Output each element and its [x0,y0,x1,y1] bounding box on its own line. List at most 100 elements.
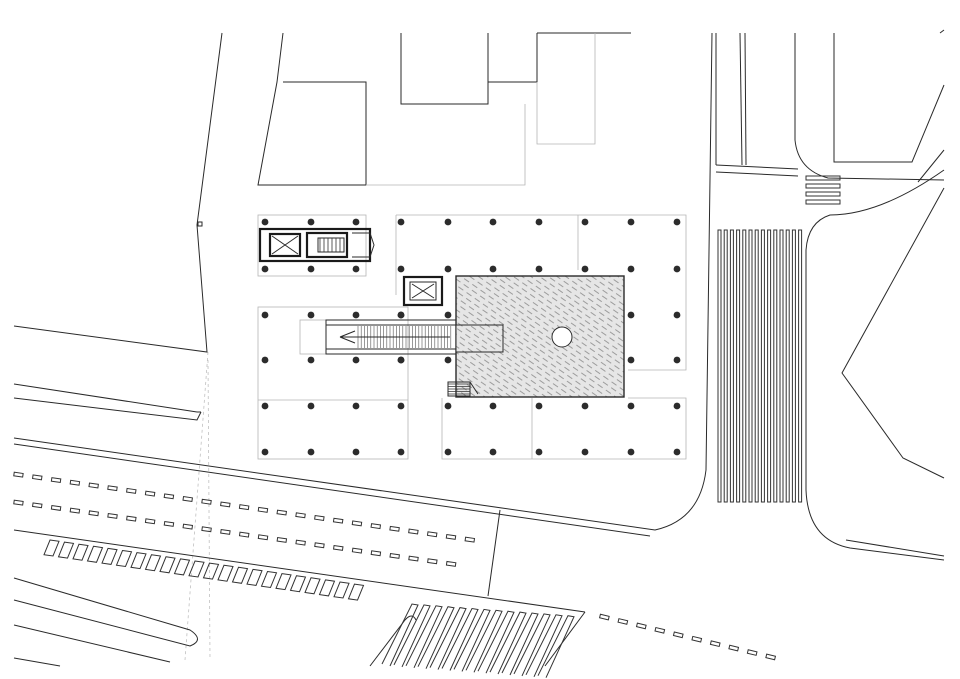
lane-dash [765,653,777,661]
elevator-icon [268,232,302,258]
lane-dash [408,528,419,535]
lane-dash [427,558,438,565]
median-stripe [477,610,515,674]
column-marker [444,402,452,410]
lane-dash [144,518,156,525]
north-buildings [257,32,631,186]
column-marker [581,448,589,456]
column-marker [352,311,360,319]
crosswalk-bar [767,229,772,503]
median-stripe [489,611,527,675]
crosswalk-north [805,175,841,205]
lane-dash [163,520,175,527]
column-marker [397,356,405,364]
column-marker [627,448,635,456]
median-stripe [202,562,220,580]
lane-dash [201,498,212,505]
lane-dash [598,613,610,621]
lane-dash [295,512,306,519]
column-marker [307,311,315,319]
crosswalk-bar [729,229,734,503]
column-marker [261,448,269,456]
striped-median-west [43,539,365,601]
column-marker [307,356,315,364]
median-stripe [304,577,321,595]
lane-dash [50,504,62,511]
lane-dash [238,531,250,538]
median-stripe [347,583,365,601]
column-marker [627,356,635,364]
column-marker [673,356,681,364]
median-stripe [72,543,89,561]
crosswalk-bar [723,229,728,503]
column-marker [444,356,452,364]
lane-dash [220,501,231,508]
elevator-icon [402,275,444,307]
median-stripe [537,615,575,678]
median-stripe [405,605,443,669]
lane-dash [163,493,175,500]
column-marker [352,402,360,410]
median-stripe [217,564,234,582]
lane-dash [464,536,476,543]
column-marker [673,265,681,273]
plaza-boundary [13,32,799,537]
median-stripe [393,604,431,668]
column-marker [489,448,497,456]
stair-icon [447,381,479,397]
column-marker [444,218,452,226]
median-stripe [43,539,60,557]
lane-dash [351,520,363,527]
crosswalk-bar [798,229,803,503]
median-stripe [115,549,133,568]
column-marker [307,218,315,226]
crosswalk-bar [785,229,790,503]
column-marker [581,265,589,273]
lane-dash [728,644,740,652]
circular-opening-icon [551,326,573,348]
lane-dash [389,552,400,559]
column-marker [535,448,543,456]
north-east-block [794,29,945,183]
road-lane-markings [13,471,777,661]
median-stripe [513,613,551,677]
median-stripe [525,614,563,678]
median-stripe [333,581,350,599]
lane-dash [445,533,457,540]
median-stripe [441,607,479,671]
column-marker [397,402,405,410]
lane-dash [370,550,382,557]
column-marker [352,218,360,226]
lane-dash [314,514,325,521]
road-island [13,509,586,667]
column-marker [444,448,452,456]
column-marker [627,311,635,319]
median-stripe [188,560,205,578]
median-stripe [101,547,118,565]
column-marker [627,402,635,410]
column-marker [397,448,405,456]
column-marker [581,402,589,410]
column-marker [535,218,543,226]
lane-dash [50,477,62,484]
median-stripe [429,607,467,670]
lane-dash [351,547,363,554]
column-marker [673,448,681,456]
lane-dash [107,485,118,492]
column-marker [307,402,315,410]
column-marker [307,265,315,273]
lane-dash [370,523,382,530]
crosswalk-bar [742,229,747,503]
crosswalk-bar [717,229,722,503]
lane-dash [635,622,647,630]
lane-dash [126,515,137,522]
lane-dash [709,640,721,648]
lane-dash [691,635,703,643]
column-marker [444,265,452,273]
vertical-core-west [258,227,375,263]
stair-icon [305,231,349,259]
lane-dash [257,534,269,541]
column-marker [261,402,269,410]
lane-dash [107,512,118,519]
